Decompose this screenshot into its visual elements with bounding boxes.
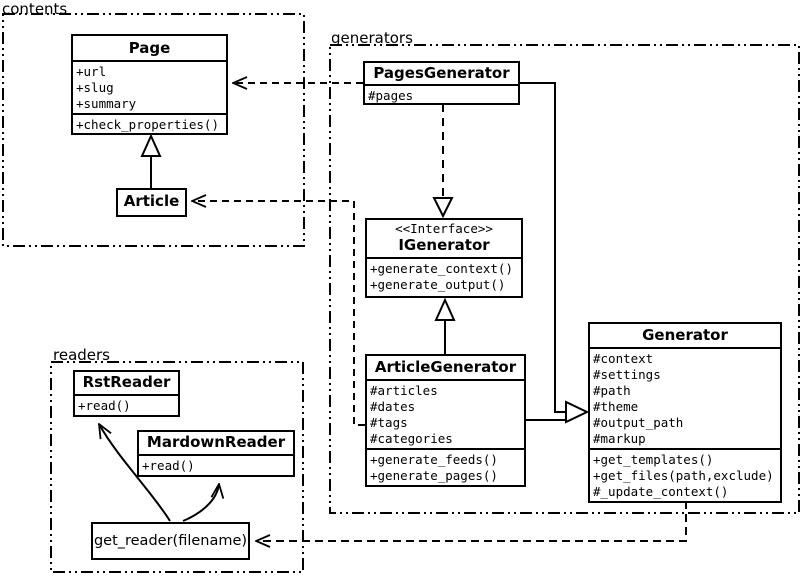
package-label-contents: contents	[2, 0, 68, 18]
class-title: Page	[128, 39, 171, 57]
class-title: <<Interface>> IGenerator	[367, 220, 521, 257]
methods-compartment: +read()	[75, 394, 178, 415]
class-title: RstReader	[82, 373, 171, 391]
package-border-generators	[329, 44, 800, 514]
attribute: #dates	[370, 399, 416, 414]
function-box-get-reader: get_reader(filename)	[91, 522, 250, 560]
class-box-generator: Generator #context #settings #path #them…	[588, 322, 782, 503]
attribute: #pages	[368, 88, 414, 103]
method: +generate_feeds()	[370, 452, 498, 467]
package-label-generators: generators	[331, 29, 413, 47]
class-box-articlegenerator: ArticleGenerator #articles #dates #tags …	[365, 354, 526, 487]
class-title: Generator	[642, 326, 728, 344]
class-title: Article	[123, 192, 180, 210]
edge-generator-depends-getreader	[256, 501, 687, 541]
method: +get_files(path,exclude)	[593, 468, 774, 483]
class-box-article: Article	[116, 188, 187, 217]
class-title: MardownReader	[146, 433, 286, 451]
method: +generate_context()	[370, 261, 513, 276]
attributes-compartment: +url +slug +summary	[73, 60, 226, 113]
method: +get_templates()	[593, 452, 714, 467]
method: +generate_output()	[370, 277, 506, 292]
edge-getreader-to-mardownreader	[182, 484, 219, 522]
class-box-rstreader: RstReader +read()	[73, 370, 180, 417]
attributes-compartment: #context #settings #path #theme #output_…	[590, 347, 780, 448]
class-box-igenerator: <<Interface>> IGenerator +generate_conte…	[365, 218, 523, 298]
attribute: +slug	[76, 80, 114, 95]
edge-pagesgenerator-extends-generator	[520, 82, 566, 413]
class-title: ArticleGenerator	[374, 358, 517, 376]
attribute: #context	[593, 351, 654, 366]
attribute: +url	[76, 64, 107, 79]
attribute: #theme	[593, 399, 639, 414]
methods-compartment: +generate_context() +generate_output()	[367, 257, 521, 294]
inheritance-triangle-icon	[140, 133, 162, 157]
attribute: #output_path	[593, 415, 684, 430]
attribute: #path	[593, 383, 631, 398]
function-label: get_reader(filename)	[93, 533, 248, 549]
package-border-readers	[50, 361, 304, 573]
realization-triangle-icon	[432, 197, 454, 219]
method: +read()	[142, 458, 195, 473]
class-box-mardownreader: MardownReader +read()	[137, 430, 295, 477]
method: +read()	[78, 398, 131, 413]
attributes-compartment: #articles #dates #tags #categories	[367, 379, 524, 448]
class-box-pagesgenerator: PagesGenerator #pages	[363, 61, 520, 105]
attribute: +summary	[76, 96, 137, 111]
attribute: #tags	[370, 415, 408, 430]
method: +generate_pages()	[370, 468, 498, 483]
class-name: IGenerator	[398, 236, 490, 254]
attribute: #categories	[370, 431, 453, 446]
methods-compartment: +get_templates() +get_files(path,exclude…	[590, 448, 780, 501]
stereotype-label: <<Interface>>	[395, 221, 493, 236]
attribute: #articles	[370, 383, 438, 398]
attributes-compartment: #pages	[365, 84, 518, 105]
edge-getreader-to-rstreader	[99, 424, 171, 522]
package-label-readers: readers	[53, 346, 110, 364]
method: +check_properties()	[76, 117, 219, 132]
inheritance-triangle-icon	[434, 297, 456, 321]
method: #_update_context()	[593, 484, 729, 499]
methods-compartment: +read()	[139, 454, 293, 475]
methods-compartment: +check_properties()	[73, 113, 226, 134]
package-border-contents	[2, 13, 305, 247]
attribute: #settings	[593, 367, 661, 382]
attribute: #markup	[593, 431, 646, 446]
class-title: PagesGenerator	[373, 64, 510, 82]
inheritance-triangle-icon	[565, 400, 590, 424]
class-box-page: Page +url +slug +summary +check_properti…	[71, 34, 228, 135]
edge-articlegenerator-depends-article	[192, 201, 365, 426]
methods-compartment: +generate_feeds() +generate_pages()	[367, 448, 524, 485]
